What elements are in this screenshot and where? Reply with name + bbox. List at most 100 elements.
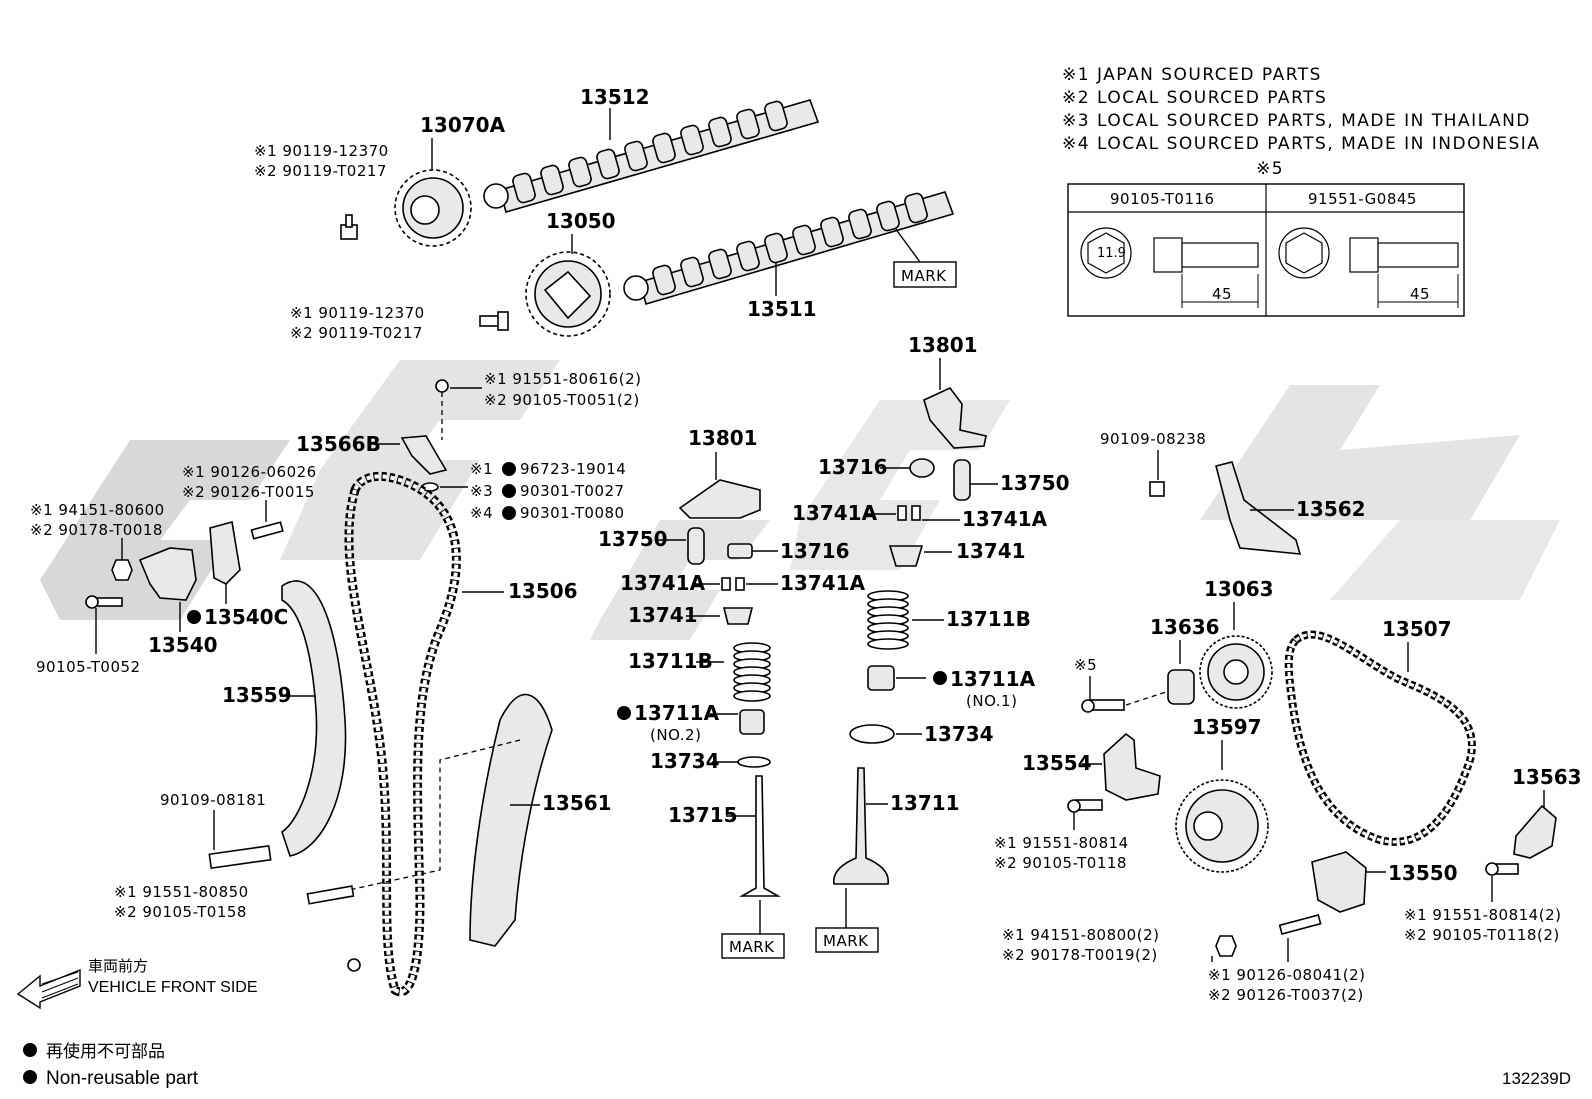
label-13512: 13512: [580, 85, 650, 109]
bolt-c-line1: ※1 91551-80616(2): [484, 370, 641, 388]
non-reusable-dot: [502, 484, 516, 498]
nut-line1: ※1 94151-80600: [30, 501, 165, 519]
spring-coil: [733, 690, 771, 702]
non-reusable-dot: [502, 462, 516, 476]
label-13741a-d: 13741A: [962, 507, 1048, 531]
non-reusable-dot: [23, 1070, 37, 1084]
front-en: VEHICLE FRONT SIDE: [88, 979, 258, 996]
mark-box-v2: [815, 927, 879, 953]
chain-damper-13561-icon: [469, 693, 553, 947]
label-13563: 13563: [1512, 765, 1582, 789]
stud-f-line2: ※2 90126-T0037(2): [1208, 986, 1364, 1004]
gasket-4-pn: 90301-T0080: [520, 504, 625, 522]
label-13750-b: 13750: [1000, 471, 1070, 495]
label-13716-a: 13716: [780, 539, 850, 563]
bolt-length-2: 45: [1410, 285, 1430, 303]
gasket-1-prefix: ※1: [470, 460, 493, 478]
gasket-1-pn: 96723-19014: [520, 460, 626, 478]
valve-cap-icon: [727, 543, 753, 559]
bolt-d-line2: ※2 90105-T0158: [114, 903, 247, 921]
nut-e-line1: ※1 94151-80800(2): [1002, 926, 1159, 944]
label-13711b-b: 13711B: [946, 607, 1031, 631]
label-13566b: 13566B: [296, 432, 381, 456]
bolt-a-line2: ※2 90119-T0217: [254, 162, 387, 180]
cam-lobe: [652, 132, 676, 164]
cam-lobe: [848, 208, 872, 240]
legend-japan: ※1 JAPAN SOURCED PARTS: [1062, 65, 1322, 85]
bolt-icon: [435, 379, 449, 440]
front-jp: 車両前方: [88, 957, 148, 975]
valve-seal-icon: [867, 665, 895, 691]
bolt-b-line2: ※2 90119-T0217: [290, 324, 423, 342]
valve-keeper-icon: [721, 577, 731, 591]
cam-lobe: [680, 256, 704, 288]
valve-keeper-icon: [735, 577, 745, 591]
bolt-90105-icon: 11.9 45: [1080, 227, 1259, 308]
label-13741-a: 13741: [628, 603, 698, 627]
bolt-91551-icon: 45: [1278, 227, 1459, 308]
bolt-head-icon: [1067, 799, 1081, 813]
label-13741-b: 13741: [956, 539, 1026, 563]
vvt-gear-13070a-icon: [394, 169, 472, 247]
gasket-13540c-icon: [209, 520, 241, 585]
non-reusable-dot: [23, 1043, 37, 1057]
label-13550: 13550: [1388, 861, 1458, 885]
bolt-e-line1: ※1 91551-80814: [994, 834, 1129, 852]
sourcing-legend: ※1 JAPAN SOURCED PARTS ※2 LOCAL SOURCED …: [1062, 65, 1540, 179]
label-13715: 13715: [668, 803, 738, 827]
cam-lobe: [596, 148, 620, 180]
mark-box-v1: [721, 933, 785, 959]
gasket-3-prefix: ※3: [470, 482, 493, 500]
cam-lobe: [680, 124, 704, 156]
valve-keeper-icon: [911, 505, 921, 521]
bolt-head-icon: [347, 958, 361, 972]
legend-note5: ※5: [1256, 159, 1284, 179]
chain-guide-13562-icon: [1215, 461, 1302, 555]
label-13741a-b: 13741A: [780, 571, 866, 595]
chain-guide-13559-icon: [281, 580, 347, 857]
label-13711a-b: 13711A: [950, 667, 1036, 691]
gasket-4-prefix: ※4: [470, 504, 493, 522]
label-13063: 13063: [1204, 577, 1274, 601]
diagram-id: 132239D: [1502, 1069, 1571, 1088]
camshaft-exhaust-icon: [483, 99, 820, 213]
spacer-13636-icon: [1167, 669, 1195, 705]
legend-local: ※2 LOCAL SOURCED PARTS: [1062, 88, 1327, 108]
footer-nonreuse-en: Non-reusable part: [46, 1068, 199, 1089]
bolt-icon: [306, 885, 355, 905]
cam-lobe: [624, 140, 648, 172]
cam-lobe: [820, 216, 844, 248]
bolt-table: 90105-T0116 91551-G0845 11.9 45 45: [1067, 183, 1465, 317]
bolt-h-line2: ※2 90105-T0118(2): [1404, 926, 1560, 944]
label-13540: 13540: [148, 633, 218, 657]
stud-f-line1: ※1 90126-08041(2): [1208, 966, 1365, 984]
label-13734-b: 13734: [924, 722, 994, 746]
label-13507: 13507: [1382, 617, 1452, 641]
cam-lobe: [876, 200, 900, 232]
legend-indonesia: ※4 LOCAL SOURCED PARTS, MADE IN INDONESI…: [1062, 134, 1540, 154]
bolt-h-line1: ※1 91551-80814(2): [1404, 906, 1561, 924]
bracket-13566b-icon: [400, 435, 448, 475]
cam-lobe: [736, 240, 760, 272]
tensioner-13540-icon: [138, 547, 197, 601]
bolt-icon: [208, 844, 272, 870]
stud-icon: [1278, 913, 1322, 935]
nut-icon: [111, 559, 133, 581]
label-13711: 13711: [890, 791, 960, 815]
legend-thailand: ※3 LOCAL SOURCED PARTS, MADE IN THAILAND: [1062, 111, 1531, 131]
timing-chain-13507-icon: [1284, 630, 1476, 846]
label-13750-a: 13750: [598, 527, 668, 551]
bolt-d-line1: ※1 91551-80850: [114, 883, 249, 901]
cam-lobe: [792, 224, 816, 256]
stud-icon: [250, 521, 284, 540]
bolt-table-col2: 91551-G0845: [1308, 190, 1417, 208]
label-13562: 13562: [1296, 497, 1366, 521]
nut-icon: [1215, 935, 1237, 957]
label-13506: 13506: [508, 579, 578, 603]
cam-lobe: [540, 164, 564, 196]
valve-spring-icon: [733, 642, 771, 702]
bolt-length-1: 45: [1212, 285, 1232, 303]
cam-lobe: [904, 192, 928, 224]
nut-line2: ※2 90178-T0018: [30, 521, 163, 539]
mark-box-cam: [893, 261, 957, 288]
